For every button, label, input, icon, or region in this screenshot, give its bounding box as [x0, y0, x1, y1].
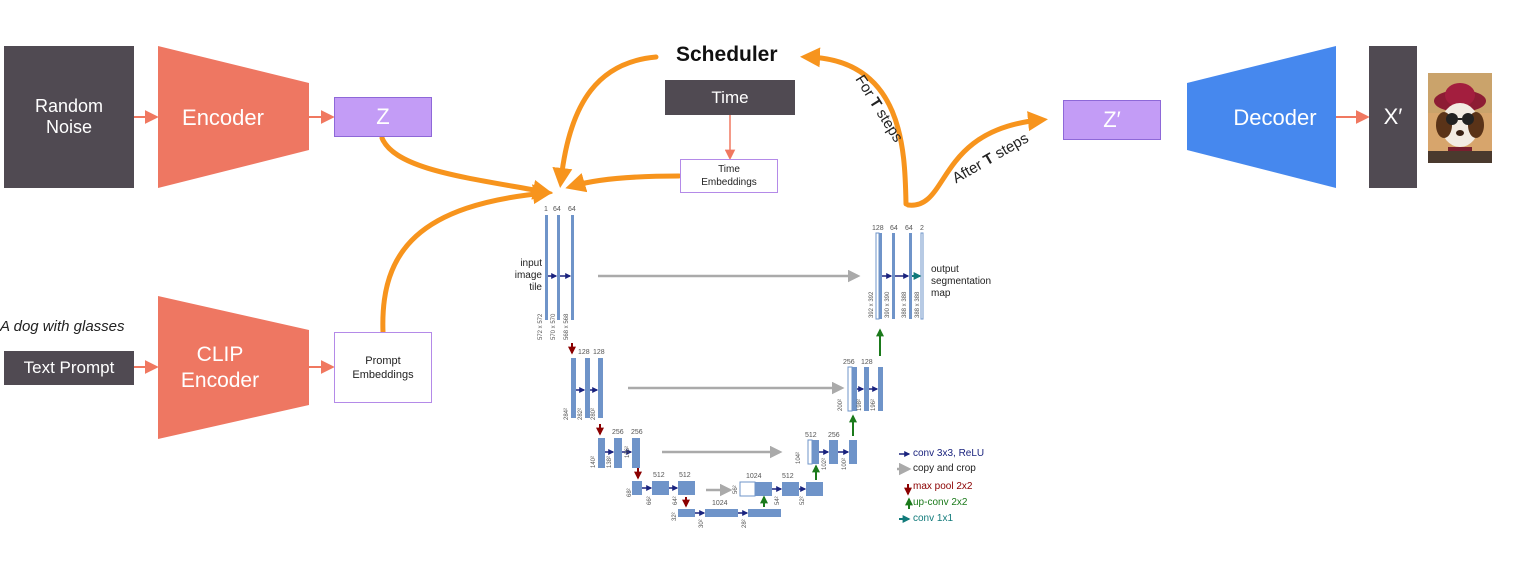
time-emb-to-unet-arrow [565, 173, 682, 193]
size-label: 572 x 572 [538, 313, 544, 340]
dog-photo-image [1428, 73, 1492, 163]
scheduler-to-unet-arrow [552, 54, 659, 188]
z-prime-box: Z′ [1063, 100, 1161, 140]
legend-max-pool: max pool 2x2 [913, 481, 973, 492]
channel-label: 128 [861, 359, 873, 366]
size-label: 54² [775, 496, 781, 505]
scheduler-label: Scheduler [676, 43, 778, 66]
channel-label: 1 [544, 206, 548, 213]
x-prime-box: X′ [1369, 46, 1417, 188]
size-label: 64² [673, 496, 679, 505]
size-label: 570 x 570 [551, 313, 557, 340]
encoder-label: Encoder [182, 105, 264, 130]
size-label: 390 x 390 [885, 291, 891, 318]
size-label: 68² [627, 488, 633, 497]
size-label: 284² [564, 407, 570, 420]
encoder-shape [158, 46, 309, 188]
channel-label: 256 [612, 429, 624, 436]
size-label: 198² [857, 398, 863, 411]
size-label: 100² [842, 457, 848, 470]
legend-conv-1x1: conv 1x1 [913, 513, 954, 524]
size-label: 52² [800, 496, 806, 505]
channel-label: 512 [782, 473, 794, 480]
size-label: 138² [607, 455, 613, 468]
size-label: 196² [871, 398, 877, 411]
size-label: 30² [699, 519, 705, 528]
size-label: 66² [647, 496, 653, 505]
legend-conv: conv 3x3, ReLU [913, 448, 985, 459]
after-t-steps-arrow [905, 111, 1048, 208]
unet-to-scheduler-arrow [800, 47, 909, 207]
channel-label: 256 [828, 432, 840, 439]
channel-label: 64 [905, 225, 913, 232]
size-label: 28² [742, 519, 748, 528]
prompt-embeddings-box: Prompt Embeddings [334, 332, 432, 403]
channel-label: 512 [679, 472, 691, 479]
size-label: 392 x 392 [869, 291, 875, 318]
size-label: 140² [591, 455, 597, 468]
clip-encoder-shape [158, 296, 309, 439]
unet-output-label: output segmentation map [931, 264, 992, 299]
size-label: 280² [591, 407, 597, 420]
unet-input-label: input image tile [514, 258, 542, 293]
size-label: 568 x 568 [564, 313, 570, 340]
channel-label: 2 [920, 225, 924, 232]
channel-label: 128 [593, 349, 605, 356]
time-embeddings-box: Time Embeddings [680, 159, 778, 193]
channel-label: 512 [805, 432, 817, 439]
random-noise-box: Random Noise [4, 46, 134, 188]
size-label: 56² [733, 485, 739, 494]
size-label: 102² [822, 457, 828, 470]
text-prompt-box: Text Prompt [4, 351, 134, 385]
channel-label: 256 [843, 359, 855, 366]
size-label: 32² [672, 512, 678, 521]
size-label: 136² [625, 445, 631, 458]
size-label: 282² [578, 407, 584, 420]
size-label: 104² [796, 451, 802, 464]
size-label: 388 x 388 [902, 291, 908, 318]
channel-label: 128 [578, 349, 590, 356]
channel-label: 256 [631, 429, 643, 436]
legend-up-conv: up-conv 2x2 [913, 497, 968, 508]
decoder-shape [1187, 46, 1336, 188]
legend-copy-crop: copy and crop [913, 463, 976, 474]
decoder-label: Decoder [1233, 105, 1317, 130]
z-to-unet-arrow [379, 135, 553, 200]
channel-label: 1024 [746, 473, 762, 480]
prompt-text: A dog with glasses [0, 318, 125, 335]
clip-encoder-label: CLIP Encoder [180, 343, 260, 392]
channel-label: 128 [872, 225, 884, 232]
time-box: Time [665, 80, 795, 115]
size-label: 200² [838, 398, 844, 411]
channel-label: 64 [890, 225, 898, 232]
channel-label: 64 [568, 206, 576, 213]
channel-label: 1024 [712, 500, 728, 507]
prompt-to-unet-arrow [380, 184, 553, 335]
z-latent-box: Z [334, 97, 432, 137]
size-label: 388 x 388 [915, 291, 921, 318]
channel-label: 64 [553, 206, 561, 213]
channel-label: 512 [653, 472, 665, 479]
